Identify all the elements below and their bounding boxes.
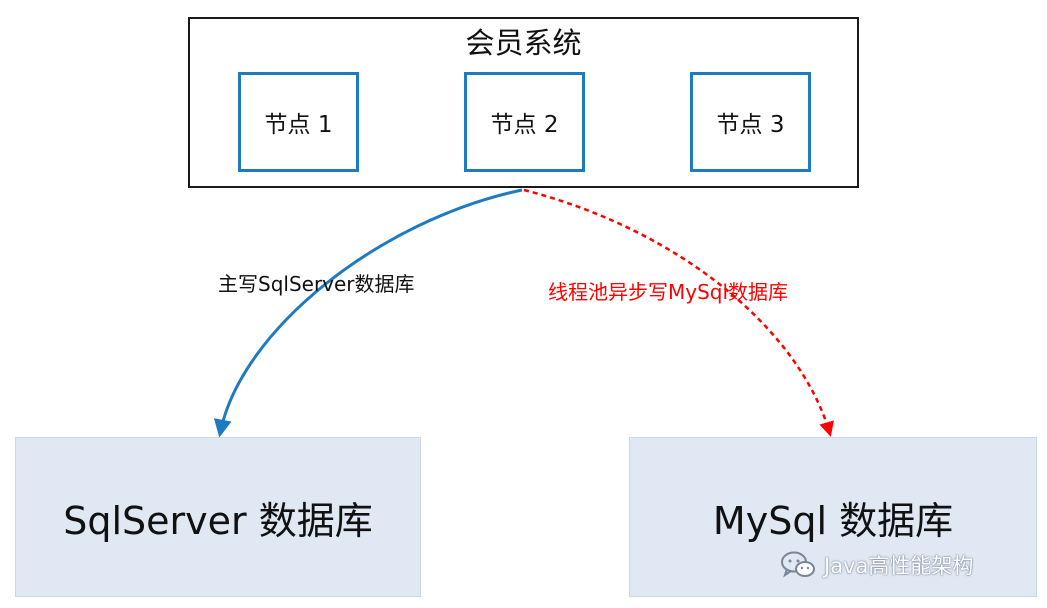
member-system-box: 会员系统 节点 1 节点 2 节点 3 <box>188 17 859 188</box>
system-title: 会员系统 <box>465 26 582 60</box>
main-write-label: 主写SqlServer数据库 <box>218 272 415 296</box>
async-write-arrow <box>523 188 834 437</box>
mysql-database: MySql 数据库 <box>629 437 1037 597</box>
node-2: 节点 2 <box>464 72 585 172</box>
wechat-icon <box>781 551 815 578</box>
node-3: 节点 3 <box>690 72 811 172</box>
node-1: 节点 1 <box>238 72 359 172</box>
watermark: Java高性能架构 <box>780 550 973 580</box>
async-write-label: 线程池异步写MySql数据库 <box>548 280 789 304</box>
main-write-arrow <box>213 188 523 438</box>
sqlserver-database: SqlServer 数据库 <box>15 437 421 597</box>
watermark-text: Java高性能架构 <box>824 554 974 578</box>
